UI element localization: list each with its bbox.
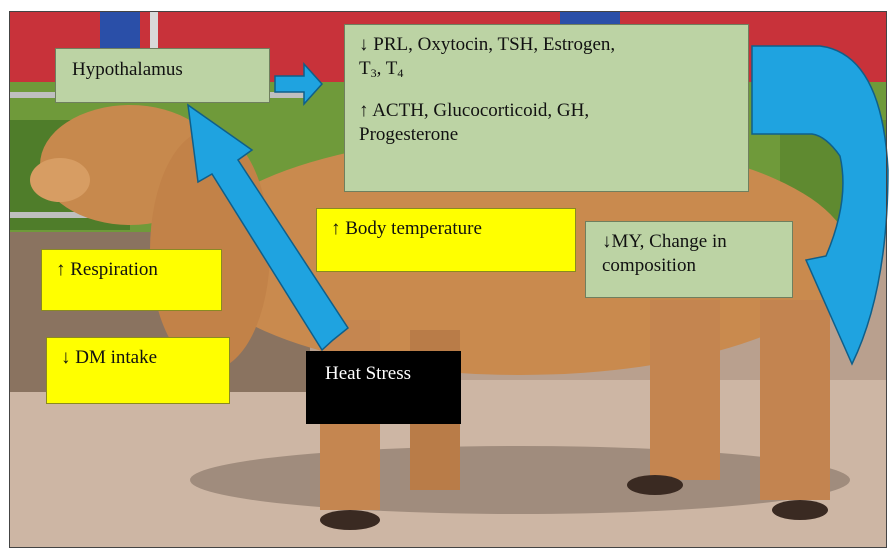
milk-yield-box: ↓MY, Change in composition — [585, 221, 793, 298]
respiration-label: ↑ Respiration — [56, 259, 158, 280]
arrow-hypothalamus-to-hormones-icon — [275, 64, 322, 104]
dm-intake-box: ↓ DM intake — [46, 337, 230, 404]
hormone-thyroid-line: T3, T4 — [359, 57, 738, 81]
arrow-hormones-to-milk-yield-icon — [752, 46, 888, 364]
dm-intake-label: ↓ DM intake — [61, 347, 157, 368]
body-temperature-box: ↑ Body temperature — [316, 208, 576, 272]
hypothalamus-label: Hypothalamus — [72, 59, 183, 80]
hormone-decrease-line: ↓ PRL, Oxytocin, TSH, Estrogen, — [359, 33, 738, 57]
body-temperature-label: ↑ Body temperature — [331, 218, 482, 239]
milk-yield-line: ↓MY, Change in — [602, 230, 792, 254]
respiration-box: ↑ Respiration — [41, 249, 222, 311]
hormone-increase-line: ↑ ACTH, Glucocorticoid, GH, — [359, 99, 738, 123]
heat-stress-label: Heat Stress — [325, 363, 411, 384]
hormone-changes-box: ↓ PRL, Oxytocin, TSH, Estrogen, T3, T4 ↑… — [344, 24, 749, 192]
hormone-increase-line-2: Progesterone — [359, 123, 738, 147]
hypothalamus-box: Hypothalamus — [55, 48, 270, 103]
heat-stress-box: Heat Stress — [306, 351, 461, 424]
milk-composition-line: composition — [602, 254, 792, 278]
